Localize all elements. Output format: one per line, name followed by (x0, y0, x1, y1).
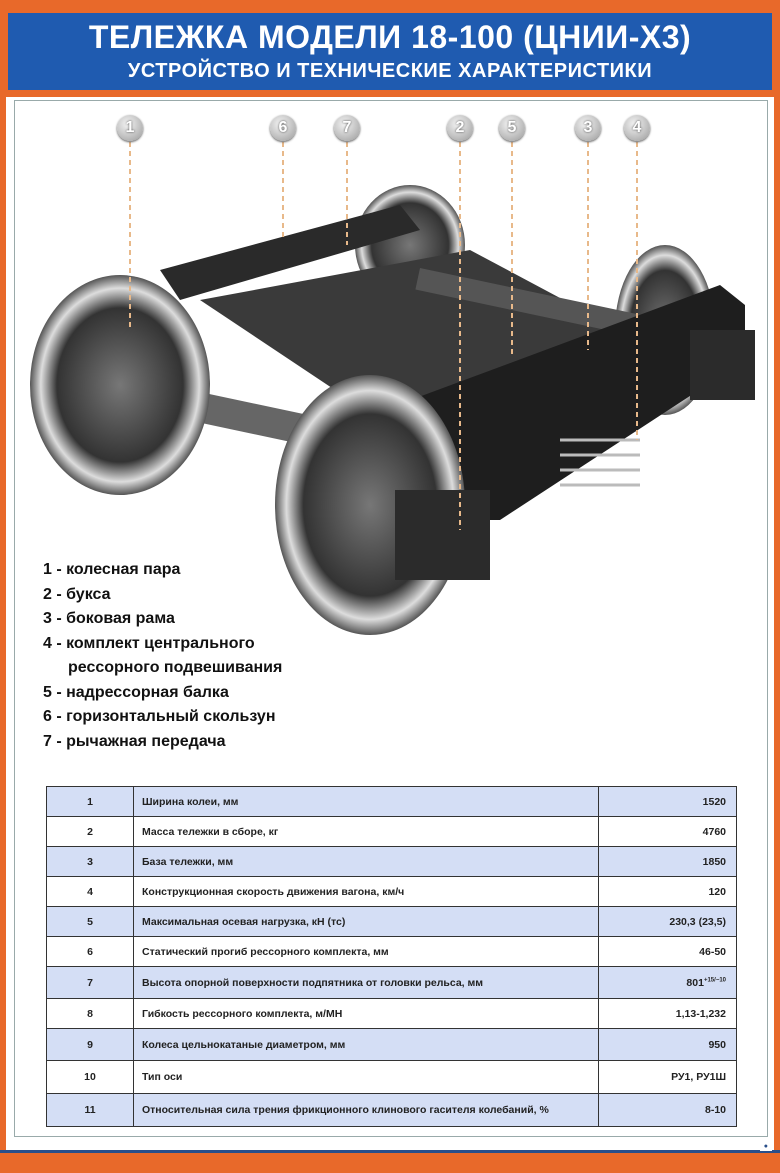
bogie-illustration (30, 142, 755, 635)
row-parameter: Гибкость рессорного комплекта, м/МН (133, 998, 599, 1029)
row-value: 230,3 (23,5) (598, 906, 737, 937)
row-number: 2 (46, 816, 134, 847)
row-parameter: Тип оси (133, 1060, 599, 1094)
publisher-logo: ● (759, 1142, 772, 1151)
row-parameter: Ширина колеи, мм (133, 786, 599, 817)
callout-2: 2 (447, 115, 473, 141)
legend-item: 3 - боковая рама (43, 610, 175, 627)
row-value: 46-50 (598, 936, 737, 967)
legend-item: 5 - надрессорная балка (43, 683, 229, 701)
callout-1: 1 (117, 115, 143, 141)
page-subtitle: УСТРОЙСТВО И ТЕХНИЧЕСКИЕ ХАРАКТЕРИСТИКИ (127, 60, 653, 82)
row-parameter: Относительная сила трения фрикционного к… (133, 1093, 599, 1127)
side-frame-rear (160, 205, 420, 300)
header-banner: ТЕЛЕЖКА МОДЕЛИ 18-100 (ЦНИИ-Х3) УСТРОЙСТ… (8, 13, 772, 90)
row-number: 8 (46, 998, 134, 1029)
row-number: 11 (46, 1093, 134, 1127)
springs (560, 438, 640, 487)
legend-item: 2 - букса (43, 585, 111, 603)
row-value: 1850 (598, 846, 737, 877)
callout-7: 7 (334, 115, 360, 141)
row-number: 3 (46, 846, 134, 877)
row-parameter: Колеса цельнокатаные диаметром, мм (133, 1028, 599, 1061)
row-value: 4760 (598, 816, 737, 847)
left-frame (0, 97, 6, 1150)
row-parameter: Высота опорной поверхности подпятника от… (133, 966, 599, 999)
row-parameter: Масса тележки в сборе, кг (133, 816, 599, 847)
row-parameter: Конструкционная скорость движения вагона… (133, 876, 599, 907)
callout-3: 3 (575, 115, 601, 141)
row-value: 1520 (598, 786, 737, 817)
page-title: ТЕЛЕЖКА МОДЕЛИ 18-100 (ЦНИИ-Х3) (88, 19, 692, 55)
row-value: 950 (598, 1028, 737, 1061)
row-number: 1 (46, 786, 134, 817)
content-border (14, 100, 768, 1137)
row-number: 9 (46, 1028, 134, 1061)
row-parameter: Максимальная осевая нагрузка, кН (тс) (133, 906, 599, 937)
row-number: 6 (46, 936, 134, 967)
tolerance: +15/−10 (703, 977, 726, 983)
legend-item: 4 - комплект центрального (43, 634, 255, 652)
axle-box-rear (690, 330, 755, 400)
legend-item: 7 - рычажная передача (43, 732, 226, 750)
row-number: 10 (46, 1060, 134, 1094)
axle-rear (415, 268, 665, 342)
parts-legend: 1 - колесная пара 2 - букса 3 - боковая … (43, 558, 282, 754)
callout-lines (129, 142, 638, 530)
row-value: 8-10 (598, 1093, 737, 1127)
legend-item-continuation: рессорного подвешивания (68, 659, 283, 676)
legend-item: 6 - горизонтальный скользун (43, 708, 276, 725)
row-value: 801+15/−10 (598, 966, 737, 999)
row-number: 7 (46, 966, 134, 999)
row-number: 4 (46, 876, 134, 907)
axle-box (395, 490, 490, 580)
row-value: РУ1, РУ1Ш (598, 1060, 737, 1094)
wheel-front-left (30, 275, 210, 495)
row-parameter: База тележки, мм (133, 846, 599, 877)
row-value: 120 (598, 876, 737, 907)
row-value: 1,13-1,232 (598, 998, 737, 1029)
row-number: 5 (46, 906, 134, 937)
bottom-frame (0, 1150, 780, 1173)
callout-6: 6 (270, 115, 296, 141)
row-parameter: Статический прогиб рессорного комплекта,… (133, 936, 599, 967)
legend-item: 1 - колесная пара (43, 561, 181, 578)
callout-4: 4 (624, 115, 650, 141)
right-frame (774, 97, 780, 1150)
callout-5: 5 (499, 115, 525, 141)
